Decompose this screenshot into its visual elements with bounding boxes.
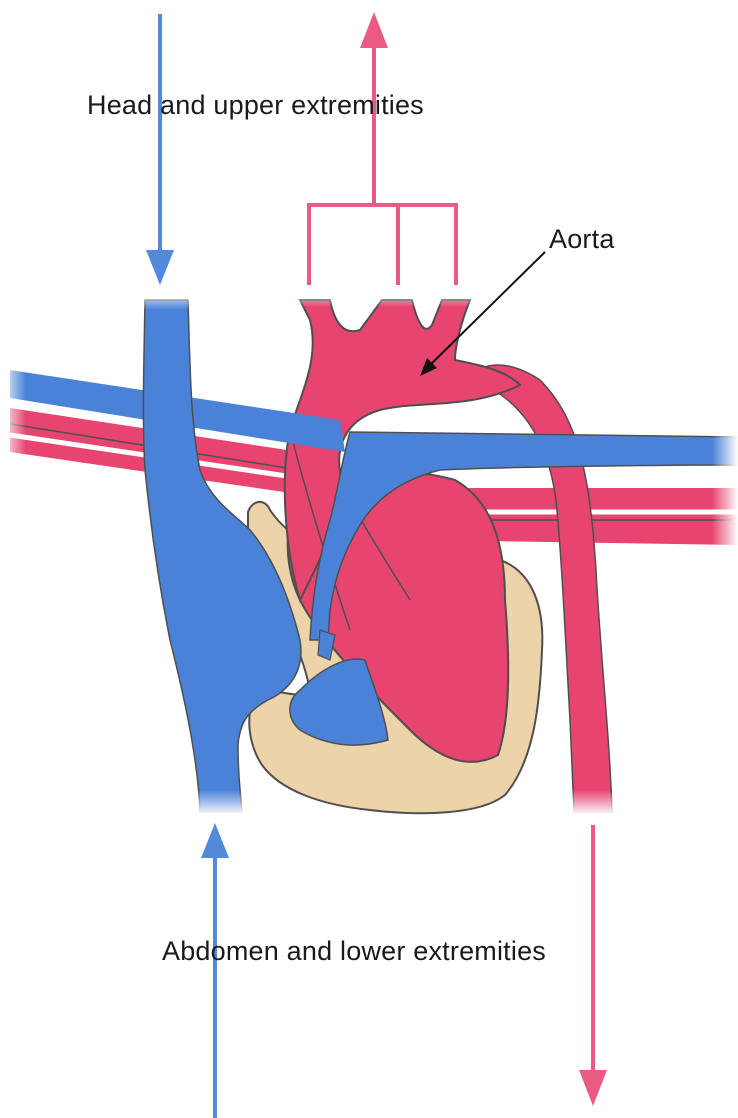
abdomen-lower-extremities-label: Abdomen and lower extremities (162, 938, 546, 965)
venous-inflow-arrow-top (146, 14, 174, 285)
venous-inflow-arrow-bottom (201, 823, 229, 1118)
aorta-label: Aorta (549, 226, 615, 253)
head-upper-extremities-label: Head and upper extremities (87, 92, 424, 119)
arterial-outflow-arrow-top (309, 12, 456, 285)
arterial-outflow-arrow-bottom (579, 825, 607, 1106)
